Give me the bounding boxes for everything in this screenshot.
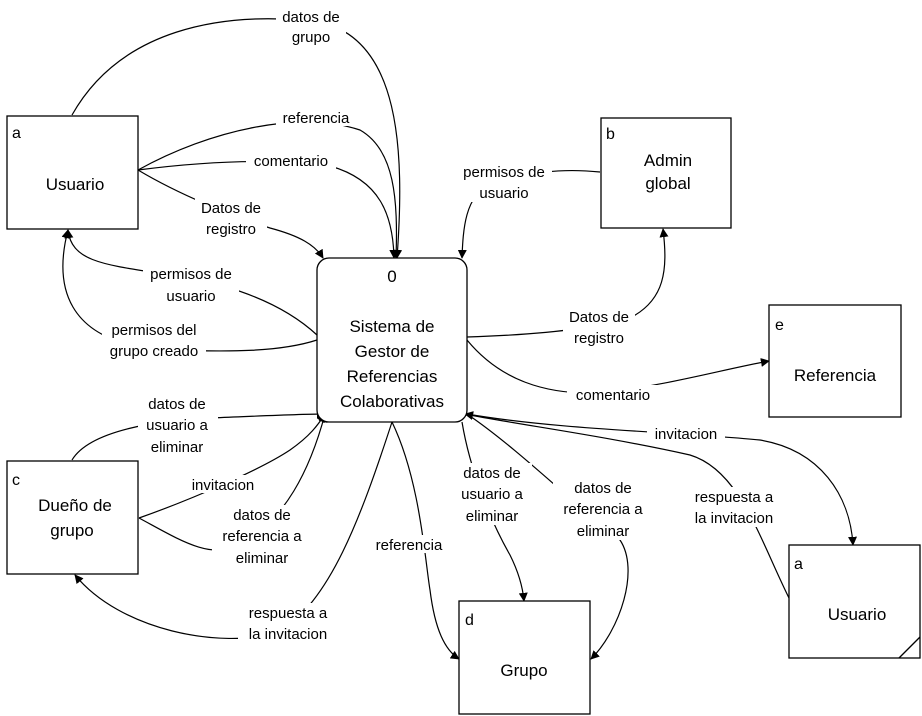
- entity-box: [6, 460, 139, 575]
- label-datos-registro-left: Datos de registro: [195, 198, 267, 238]
- label-line: usuario a: [461, 486, 523, 503]
- label-line: eliminar: [151, 439, 204, 456]
- label-permisos-usuario-admin: permisos de usuario: [456, 162, 552, 202]
- edge-invitacion-right: [466, 413, 858, 546]
- duplicate-entity-mark: [898, 636, 921, 659]
- entity-grupo[interactable]: d Grupo: [458, 600, 591, 715]
- process-0[interactable]: 0 Sistema de Gestor de Referencias Colab…: [316, 257, 468, 423]
- entity-tag: c: [12, 472, 20, 489]
- entity-referencia[interactable]: e Referencia: [768, 304, 902, 418]
- process-label-line-3: Referencias: [347, 367, 438, 386]
- entity-label: Usuario: [828, 605, 887, 624]
- process-label-line-1: Sistema de: [349, 317, 434, 336]
- entity-label-line-1: Dueño de: [38, 496, 112, 515]
- label-line: la invitacion: [695, 510, 773, 527]
- entity-label-line-2: grupo: [50, 521, 93, 540]
- label-line: invitacion: [655, 426, 718, 443]
- edge-referencia-grupo: [391, 421, 460, 660]
- edge-referencia-top: [137, 121, 401, 259]
- label-respuesta-dueno: respuesta a la invitacion: [238, 603, 338, 643]
- entity-label-line-2: global: [645, 174, 690, 193]
- entity-tag: a: [12, 125, 21, 142]
- entity-label: Grupo: [500, 661, 547, 680]
- flow-labels: datos de grupo referencia comentario Dat…: [102, 6, 784, 643]
- entity-admin-global[interactable]: b Admin global: [600, 117, 732, 229]
- label-datos-usuario-eliminar-dueno: datos de usuario a eliminar: [138, 395, 218, 457]
- label-datos-usuario-eliminar-grupo: datos de usuario a eliminar: [452, 463, 532, 525]
- label-line: referencia: [376, 537, 443, 554]
- label-comentario-right: comentario: [567, 385, 659, 404]
- edge-datos-usuario-eliminar-grupo: [461, 421, 528, 602]
- label-line: referencia: [283, 110, 350, 127]
- label-line: usuario: [166, 288, 215, 305]
- entity-box: [600, 117, 732, 229]
- label-line: eliminar: [577, 523, 630, 540]
- label-line: eliminar: [236, 550, 289, 567]
- label-line: comentario: [576, 387, 650, 404]
- label-line: Datos de: [201, 200, 261, 217]
- edge-invitacion-dueno: [138, 413, 326, 519]
- entity-label: Referencia: [794, 366, 877, 385]
- label-line: respuesta a: [695, 489, 774, 506]
- label-line: grupo creado: [110, 343, 198, 360]
- label-line: datos de: [148, 396, 206, 413]
- edge-respuesta-right: [464, 411, 791, 601]
- entity-dueno-grupo[interactable]: c Dueño de grupo: [6, 460, 139, 575]
- entity-box: [458, 600, 591, 715]
- label-permisos-usuario-left: permisos de usuario: [143, 264, 239, 305]
- label-line: Datos de: [569, 309, 629, 326]
- label-line: registro: [206, 221, 256, 238]
- entity-label: Usuario: [46, 175, 105, 194]
- label-datos-referencia-eliminar-grupo: datos de referencia a eliminar: [553, 478, 653, 540]
- label-line: grupo: [292, 29, 330, 46]
- entity-tag: d: [465, 612, 474, 629]
- label-datos-grupo: datos de grupo: [276, 6, 346, 46]
- label-line: permisos de: [150, 266, 232, 283]
- label-line: comentario: [254, 153, 328, 170]
- entity-tag: b: [606, 126, 615, 143]
- label-line: registro: [574, 330, 624, 347]
- label-invitacion-right: invitacion: [647, 425, 725, 443]
- label-line: eliminar: [466, 508, 519, 525]
- label-line: referencia a: [222, 528, 302, 545]
- label-line: usuario a: [146, 417, 208, 434]
- process-number: 0: [387, 267, 396, 286]
- label-line: referencia a: [563, 501, 643, 518]
- label-line: datos de: [282, 9, 340, 26]
- entity-label-line-1: Admin: [644, 151, 692, 170]
- label-line: datos de: [233, 507, 291, 524]
- label-line: respuesta a: [249, 605, 328, 622]
- entity-usuario-left[interactable]: a Usuario: [6, 115, 139, 230]
- label-line: permisos del: [111, 322, 196, 339]
- label-line: usuario: [479, 185, 528, 202]
- label-comentario-top: comentario: [246, 151, 336, 170]
- process-box: [316, 257, 468, 423]
- label-line: permisos de: [463, 164, 545, 181]
- label-datos-referencia-eliminar-dueno: datos de referencia a eliminar: [212, 505, 312, 567]
- label-line: datos de: [574, 480, 632, 497]
- label-line: datos de: [463, 465, 521, 482]
- entity-usuario-right[interactable]: a Usuario: [788, 544, 921, 659]
- entity-box: [788, 544, 921, 659]
- label-referencia-grupo: referencia: [369, 535, 449, 554]
- label-permisos-grupo: permisos del grupo creado: [102, 320, 206, 360]
- label-datos-registro-admin: Datos de registro: [563, 307, 635, 347]
- label-referencia-top: referencia: [276, 108, 356, 127]
- entity-tag: a: [794, 556, 803, 573]
- process-label-line-2: Gestor de: [355, 342, 430, 361]
- label-respuesta-right: respuesta a la invitacion: [684, 487, 784, 527]
- label-line: la invitacion: [249, 626, 327, 643]
- label-invitacion-dueno: invitacion: [184, 475, 262, 494]
- entity-tag: e: [775, 317, 784, 334]
- entity-box: [6, 115, 139, 230]
- process-label-line-4: Colaborativas: [340, 392, 444, 411]
- label-line: invitacion: [192, 477, 255, 494]
- entity-box: [768, 304, 902, 418]
